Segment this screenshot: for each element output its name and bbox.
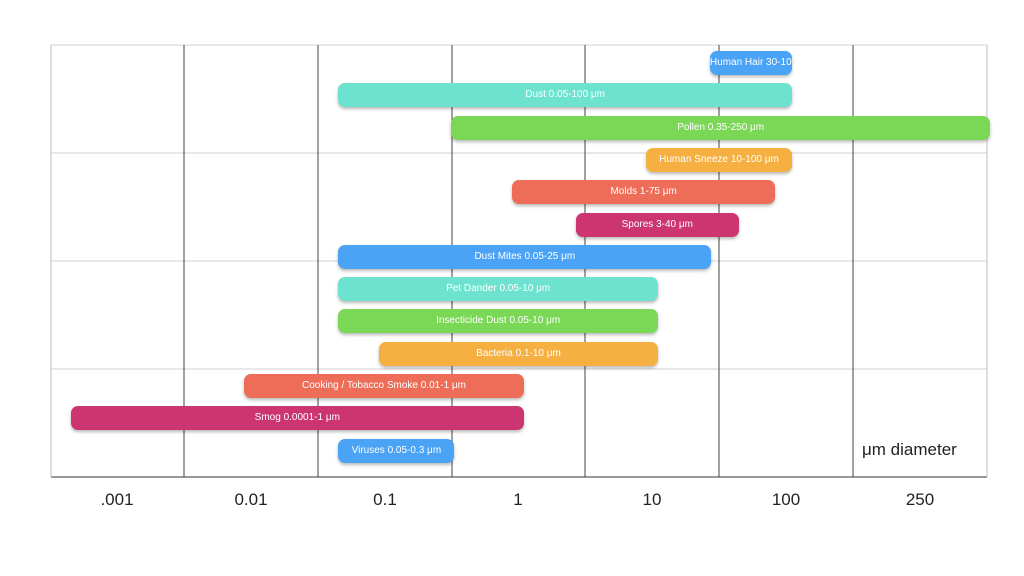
grid [50,44,988,478]
